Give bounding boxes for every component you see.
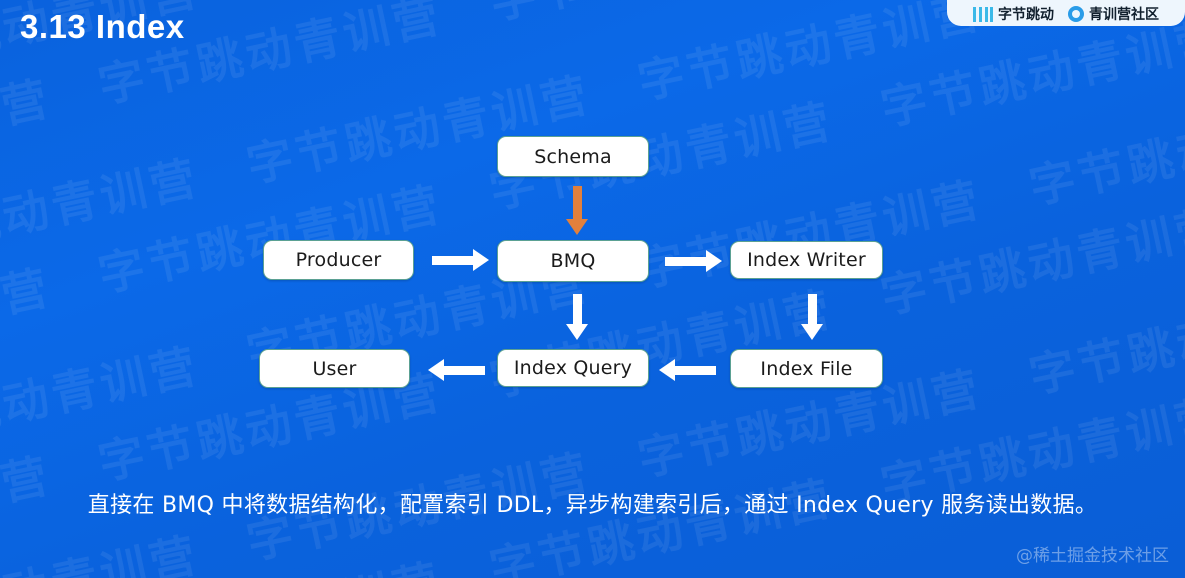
brand-logo-badge: 字节跳动 青训营社区 — [947, 0, 1185, 26]
arrow-shaft — [807, 294, 817, 324]
arrow-head — [706, 250, 722, 272]
arrow-head — [801, 324, 823, 340]
arrow-left-icon-index-query-to-user — [428, 359, 485, 381]
arrow-head — [566, 219, 588, 235]
bytedance-mark-icon — [973, 6, 993, 22]
node-label: Index Query — [513, 357, 633, 379]
arrow-down-icon-bmq-to-index-query — [566, 294, 588, 340]
camp-logo-label: 青训营社区 — [1089, 6, 1159, 22]
diagram-node-bmq: BMQ — [497, 240, 649, 282]
bytedance-logo-label: 字节跳动 — [998, 6, 1054, 22]
arrow-shaft — [665, 256, 706, 266]
diagram-node-user: User — [259, 349, 410, 388]
page-title: 3.13 Index — [20, 8, 185, 45]
arrow-left-icon-index-file-to-index-query — [659, 359, 716, 381]
node-label: User — [312, 357, 357, 380]
slide-caption: 直接在 BMQ 中将数据结构化，配置索引 DDL，异步构建索引后，通过 Inde… — [87, 493, 1098, 518]
arrow-down-icon-schema-to-bmq — [566, 186, 588, 235]
diagram-node-producer: Producer — [263, 240, 414, 280]
arrow-shaft — [432, 255, 473, 265]
community-watermark: @稀土掘金技术社区 — [1016, 546, 1169, 566]
diagram-node-schema: Schema — [497, 136, 649, 177]
arrow-shaft — [572, 186, 582, 219]
node-label: BMQ — [550, 250, 596, 272]
node-label: Producer — [295, 249, 382, 271]
arrow-right-icon-producer-to-bmq — [432, 249, 489, 271]
arrow-shaft — [572, 294, 582, 324]
node-label: Index File — [760, 357, 853, 380]
diagram-node-index-query: Index Query — [497, 349, 649, 387]
bytedance-logo: 字节跳动 — [973, 4, 1054, 24]
camp-mark-icon — [1068, 6, 1084, 22]
arrow-shaft — [675, 365, 716, 375]
arrow-right-icon-bmq-to-index-writer — [665, 250, 722, 272]
arrow-head — [428, 359, 444, 381]
arrow-head — [659, 359, 675, 381]
arrow-shaft — [444, 365, 485, 375]
diagram-node-index-file: Index File — [730, 349, 883, 388]
arrow-down-icon-index-writer-to-index-file — [801, 294, 823, 340]
diagram-node-index-writer: Index Writer — [730, 241, 883, 279]
node-label: Index Writer — [747, 249, 866, 271]
arrow-head — [566, 324, 588, 340]
node-label: Schema — [534, 145, 612, 168]
camp-logo: 青训营社区 — [1068, 4, 1159, 24]
arrow-head — [473, 249, 489, 271]
